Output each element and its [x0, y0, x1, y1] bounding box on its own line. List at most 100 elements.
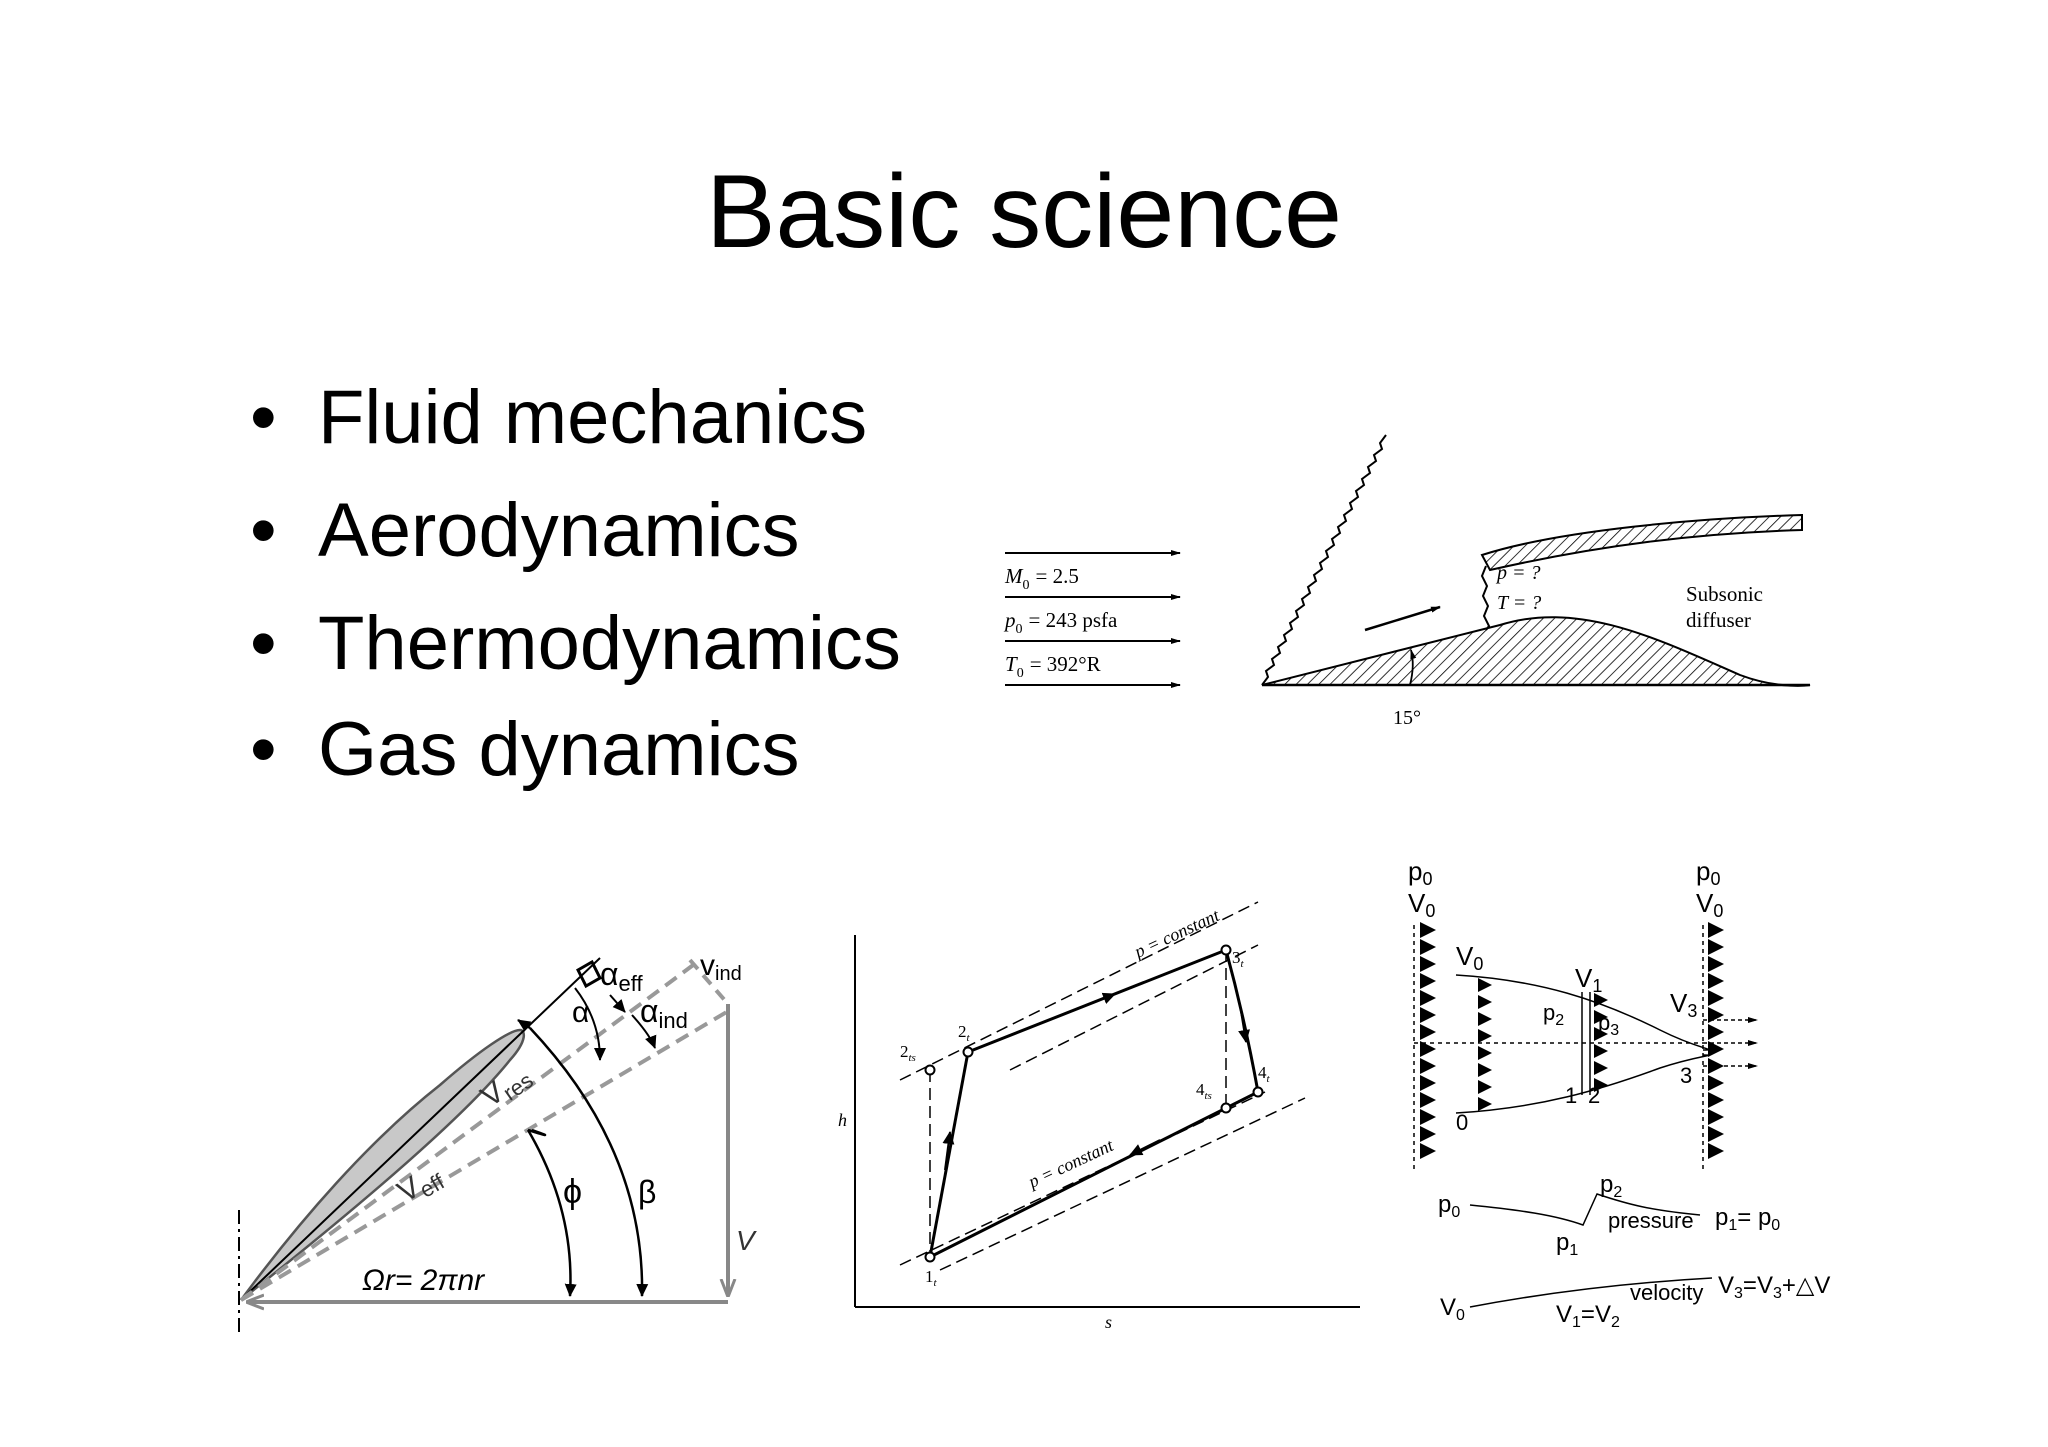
ramp-angle: 15°: [1393, 707, 1421, 729]
bullet-item: •Fluid mechanics: [250, 380, 901, 456]
axial-v-label: V: [736, 1225, 757, 1256]
label-2ts: 2ts: [900, 1042, 916, 1064]
inflow-arrows: [1420, 922, 1724, 1159]
flow-triangle: [1420, 1092, 1436, 1108]
p2-label: p2: [1543, 1000, 1564, 1029]
v1-equals-v2: V1=V2: [1556, 1301, 1620, 1331]
bullet-dot: •: [250, 375, 277, 460]
flow-triangle: [1420, 1041, 1436, 1057]
alpha-arc: [574, 987, 606, 1061]
state-point-3t: [1220, 944, 1232, 956]
flow-triangle: [1478, 1080, 1492, 1094]
label-4t: 4t: [1258, 1063, 1271, 1085]
flow-triangle: [1420, 1024, 1436, 1040]
subsonic-label: Subsonic: [1686, 582, 1763, 606]
bullet-text: Thermodynamics: [318, 601, 901, 686]
flow-triangle: [1708, 922, 1724, 938]
station-0: 0: [1456, 1110, 1468, 1135]
alpha-ind-arc: [609, 994, 626, 1013]
flow-triangle: [1420, 922, 1436, 938]
v-ind-label: vind: [700, 949, 742, 985]
v-res-line: [239, 958, 702, 1302]
v3-label: V3: [1670, 988, 1697, 1021]
oblique-shock: [1261, 434, 1387, 686]
flow-triangle: [1708, 939, 1724, 955]
flow-triangle: [1708, 956, 1724, 972]
phi-label: ϕ: [563, 1173, 582, 1211]
alpha-label: α: [572, 996, 589, 1029]
flow-triangle: [1708, 1143, 1724, 1159]
velocity-word: velocity: [1630, 1280, 1703, 1305]
pressure-p0: p0: [1438, 1191, 1460, 1221]
flow-triangle: [1478, 1046, 1492, 1060]
flow-triangle: [1478, 1012, 1492, 1026]
phi-arc: [526, 1129, 577, 1297]
flow-triangle: [1708, 1109, 1724, 1125]
state-point-2t: [962, 1046, 974, 1058]
normal-shock: [1480, 565, 1491, 631]
flow-arrow: [1364, 605, 1441, 632]
flow-triangle: [1708, 990, 1724, 1006]
temperature-label: T0= 392°R: [1005, 652, 1101, 681]
flow-triangle: [1420, 1143, 1436, 1159]
h-axis-label: h: [838, 1110, 847, 1130]
isobar-top-lower: [1009, 944, 1259, 1071]
flow-triangle: [1420, 1109, 1436, 1125]
label-1t: 1t: [925, 1267, 938, 1289]
diffuser-label: diffuser: [1686, 608, 1751, 632]
streamtube-lower: [1455, 1054, 1710, 1114]
phi-arc-start: [527, 1128, 547, 1137]
flow-triangle: [1708, 1058, 1724, 1074]
isobar-bottom-lower: [899, 1091, 1266, 1266]
flow-triangle: [1708, 1041, 1724, 1057]
flow-triangle: [1708, 1024, 1724, 1040]
v1-label: V1: [1575, 963, 1602, 996]
bullet-dot: •: [250, 601, 277, 686]
pressure-word: pressure: [1608, 1208, 1694, 1233]
flow-triangle: [1594, 1061, 1608, 1075]
station-1: 1: [1565, 1083, 1577, 1108]
flow-triangle: [1420, 973, 1436, 989]
label-4ts: 4ts: [1196, 1080, 1212, 1102]
compression-path: [928, 1051, 970, 1258]
label-3t: 3t: [1232, 948, 1245, 970]
flow-triangle: [1708, 973, 1724, 989]
pressure-p1: p1: [1556, 1229, 1578, 1259]
p3-label: p3: [1598, 1010, 1619, 1039]
flow-triangle: [1478, 1063, 1492, 1077]
bullet-text: Aerodynamics: [318, 488, 800, 573]
v-ind-line: [688, 958, 730, 1006]
p0-right-label: p0: [1696, 856, 1720, 889]
p1-equals-p0: p1= p0: [1715, 1204, 1780, 1234]
flow-triangle: [1478, 995, 1492, 1009]
isobar-bottom-upper: [939, 1097, 1306, 1271]
state-point-2ts: [924, 1064, 936, 1076]
omega-r-label: Ωr= 2πnr: [362, 1264, 485, 1297]
t-unknown: T = ?: [1497, 592, 1541, 614]
alpha-eff-label: αeff: [600, 956, 643, 996]
topic-list: •Fluid mechanics • Aerodynamics • Thermody…: [250, 380, 901, 788]
flow-triangle: [1420, 1007, 1436, 1023]
pressure-curve: [1469, 1193, 1701, 1226]
beta-arc: [529, 1027, 649, 1297]
flow-triangle: [1420, 1075, 1436, 1091]
mach-label: M0= 2.5: [1004, 564, 1079, 593]
flow-triangle: [1478, 1029, 1492, 1043]
bullet-dot: •: [250, 488, 277, 573]
angle-arc: [1409, 649, 1417, 686]
flow-triangle: [1420, 1126, 1436, 1142]
state-point-1t: [924, 1251, 936, 1263]
p-unknown: p = ?: [1495, 562, 1541, 584]
slide-title: Basic science: [706, 154, 1342, 270]
bullet-text: Gas dynamics: [318, 707, 800, 792]
v-eff-line: [239, 1008, 732, 1302]
alpha-ind-label: αind: [640, 993, 688, 1033]
bullet-item: •Gas dynamics: [250, 712, 901, 788]
velocity-v0: V0: [1440, 1294, 1465, 1324]
flow-triangle: [1594, 1010, 1608, 1024]
flow-triangle: [1708, 1126, 1724, 1142]
velocity-curve: [1469, 1277, 1713, 1308]
station-3: 3: [1680, 1063, 1692, 1088]
state-point-4t: [1252, 1086, 1264, 1098]
